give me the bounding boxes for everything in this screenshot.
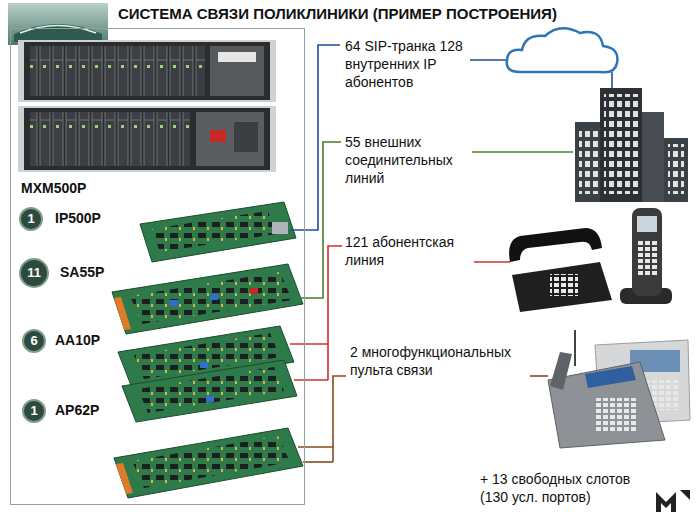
pcb-components	[130, 272, 292, 324]
pcb	[114, 428, 303, 498]
building	[642, 112, 664, 202]
thumbnail-ground	[8, 3, 108, 45]
sip-wire	[470, 59, 507, 61]
phone-icons	[509, 208, 672, 312]
pcb-components	[132, 436, 290, 488]
sip-wire	[611, 72, 613, 88]
subscriber-wire	[328, 246, 342, 380]
component	[170, 300, 178, 306]
windows	[668, 144, 684, 194]
rack-unit	[24, 42, 270, 100]
quantity-badge: 1	[22, 399, 46, 423]
diagram-title: СИСТЕМА СВЯЗИ ПОЛИКЛИНИКИ (ПРИМЕР ПОСТРО…	[118, 5, 557, 23]
board-name: AP62P	[55, 401, 99, 419]
trunk-wire	[472, 151, 573, 153]
quantity-badge: 11	[19, 258, 49, 288]
console-icons	[548, 330, 690, 448]
badge-number: 6	[30, 334, 37, 348]
component	[200, 362, 208, 368]
pcb-components	[152, 211, 276, 252]
board-ap62p	[114, 428, 303, 498]
connector	[116, 463, 133, 494]
rack-ears	[18, 40, 276, 102]
power-socket	[234, 122, 258, 152]
building	[575, 122, 603, 202]
component	[250, 288, 258, 294]
console-screen	[585, 366, 636, 388]
keypad	[550, 274, 578, 296]
component	[206, 396, 214, 402]
spare-note: + 13 свободных слотов (130 усл. портов)	[480, 470, 652, 506]
badge-number: 1	[30, 404, 37, 418]
handset	[550, 352, 572, 390]
sip-wire	[290, 45, 340, 230]
power-switch	[210, 130, 226, 142]
microphone	[574, 330, 576, 366]
company-logo	[656, 490, 690, 512]
stadium-arc	[20, 26, 96, 34]
windows	[579, 128, 599, 194]
console-wire	[298, 446, 333, 448]
building-icon	[575, 88, 688, 202]
cloud-icon	[507, 28, 618, 72]
building	[664, 138, 688, 202]
stadium-roof	[14, 24, 102, 42]
rack-slots	[30, 112, 190, 166]
console-wire	[530, 375, 548, 377]
stadium-thumbnail	[8, 3, 108, 45]
power-module	[196, 112, 264, 166]
console-wire	[333, 376, 346, 462]
board-ip500p	[140, 202, 296, 262]
logo-arrow	[680, 490, 690, 500]
rack-chassis	[18, 40, 276, 172]
quantity-badge: 6	[22, 329, 46, 353]
rack-ears	[18, 106, 276, 172]
subscriber-wire	[474, 261, 510, 263]
ethernet-port	[272, 222, 288, 234]
quantity-badge: 1	[19, 207, 43, 231]
logo-mark	[656, 492, 676, 512]
pcb	[122, 360, 297, 422]
keypad	[637, 240, 658, 276]
chassis-panel: MXM500P11161	[10, 28, 305, 505]
subscriber-wire	[294, 379, 328, 381]
building	[600, 88, 642, 202]
handset	[509, 228, 602, 262]
port-note: 2 многофункциональных пульта связи	[350, 343, 525, 379]
badge-number: 11	[27, 266, 41, 280]
rack-module	[210, 46, 264, 96]
board-name: AA10P	[55, 331, 100, 349]
cordless-handset	[632, 208, 662, 296]
desk-phone	[512, 262, 612, 312]
rack-plate	[218, 52, 256, 62]
board-sa55p	[112, 264, 303, 334]
port-note: 121 абонентская линия	[345, 233, 470, 269]
port-note: 64 SIP-транка 128 внутренних IP абоненто…	[345, 37, 463, 91]
board-name: SA55P	[60, 263, 104, 281]
cordless-screen	[637, 216, 657, 232]
device-name: MXM500P	[21, 179, 86, 197]
trunk-wire	[300, 142, 341, 298]
badge-number: 1	[27, 212, 34, 226]
subscriber-wire	[290, 343, 328, 345]
rack-unit	[24, 108, 270, 170]
keypad	[596, 398, 638, 432]
connector	[114, 297, 131, 330]
pcb-components	[138, 367, 284, 413]
pcb	[140, 202, 296, 262]
windows	[604, 94, 638, 194]
board-name: IP500P	[55, 209, 101, 227]
board-aa10p	[118, 326, 297, 422]
component	[210, 294, 218, 300]
rack-slots	[30, 46, 205, 96]
port-note: 55 внешних соединительных линий	[345, 133, 463, 187]
pcb	[112, 264, 303, 334]
console-wire	[303, 461, 333, 463]
